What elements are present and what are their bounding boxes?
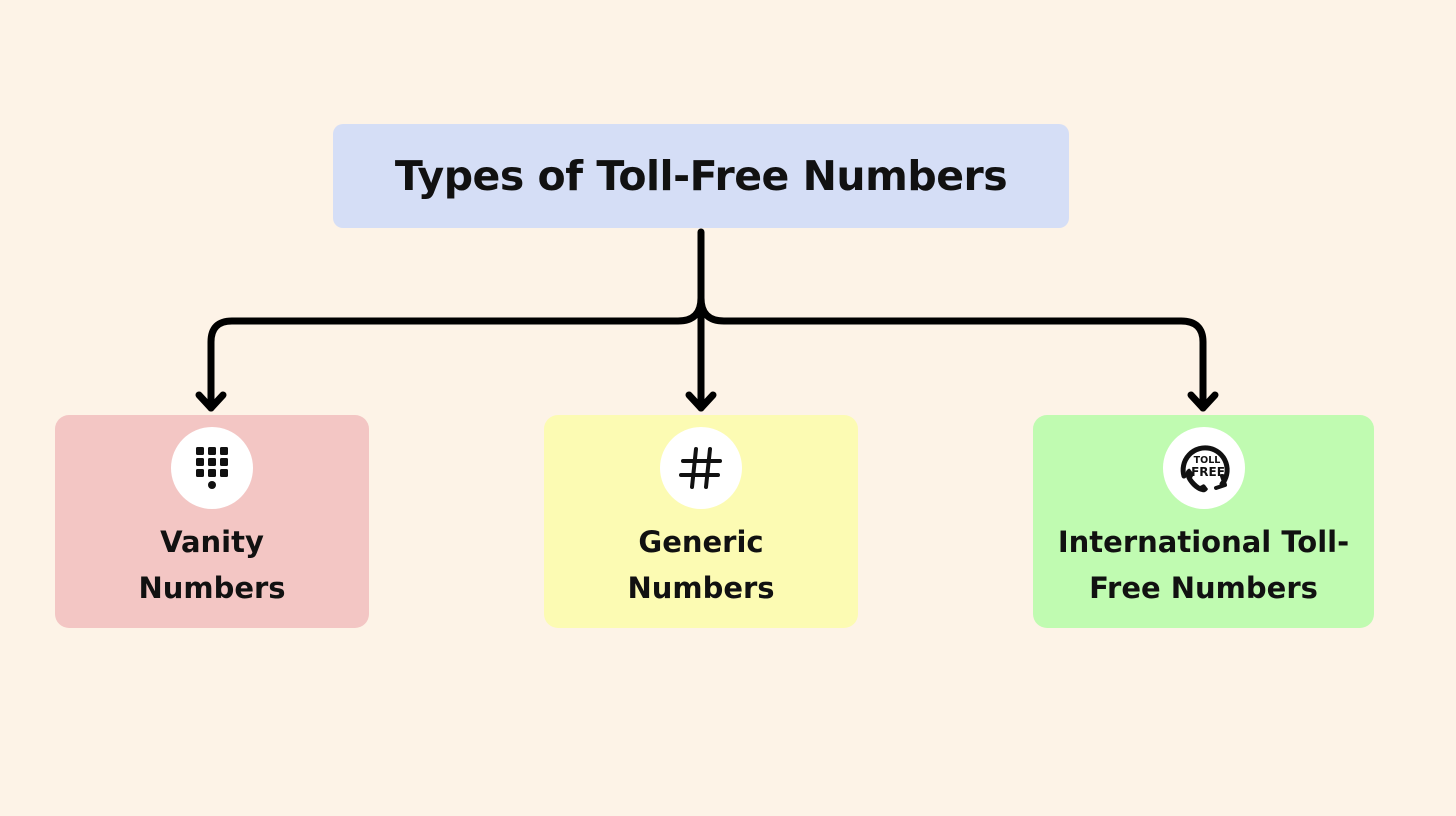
diagram-title: Types of Toll-Free Numbers <box>394 152 1008 200</box>
toll-free-icon-line-1: TOLL <box>1193 455 1220 466</box>
node-label: Vanity Numbers <box>138 525 286 605</box>
node-label: International Toll- Free Numbers <box>1057 525 1350 605</box>
keypad-icon <box>196 447 228 489</box>
node-vanity-numbers: Vanity Numbers <box>55 415 369 628</box>
trunk-connector <box>207 228 705 412</box>
node-international-toll-free-numbers: TOLL FREE International Toll- Free Numbe… <box>1033 415 1374 628</box>
hash-icon <box>679 447 722 489</box>
icon-circle <box>171 427 253 509</box>
node-label: Generic Numbers <box>627 525 775 605</box>
arrowhead-vanity <box>195 391 227 412</box>
node-generic-numbers: Generic Numbers <box>544 415 858 628</box>
arrowhead-generic <box>685 391 717 412</box>
toll-free-icon-line-2: FREE <box>1191 465 1225 479</box>
right-branch-connector <box>697 294 1207 412</box>
toll-free-phone-icon: TOLL FREE <box>1180 445 1230 493</box>
arrowhead-international <box>1187 391 1219 412</box>
root-node: Types of Toll-Free Numbers <box>333 124 1069 228</box>
icon-circle: TOLL FREE <box>1162 427 1245 509</box>
icon-circle <box>660 427 742 509</box>
